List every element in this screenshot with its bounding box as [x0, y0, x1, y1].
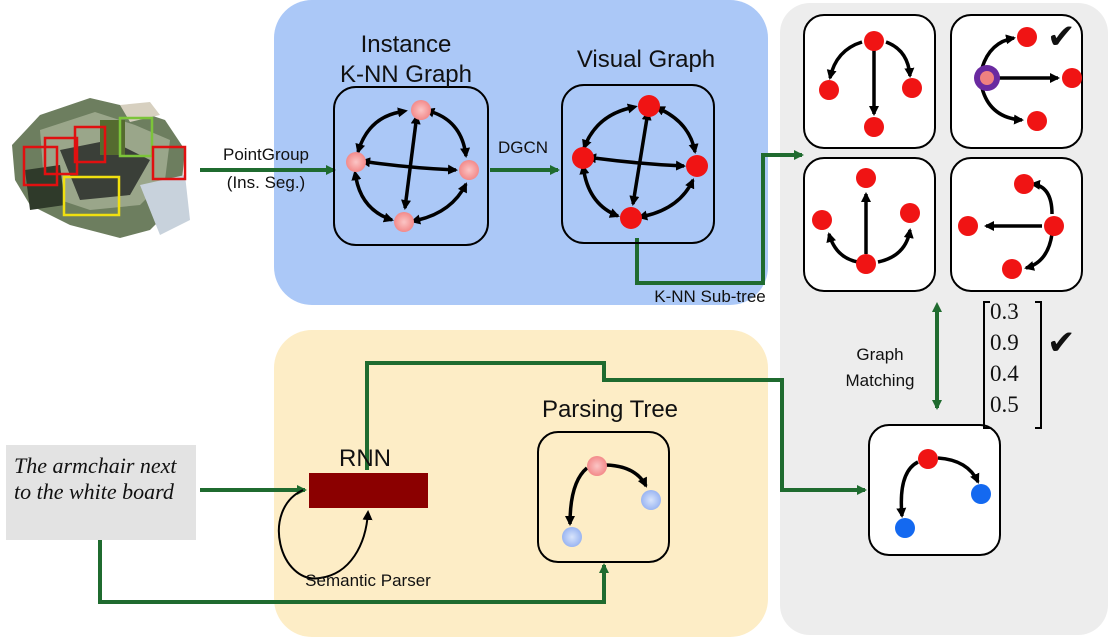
- candidate-subtree-1: [803, 14, 936, 149]
- candidate-subtree-3: [803, 157, 936, 292]
- candidate-subtree-4: [950, 157, 1083, 292]
- graph-matching-label-line2: Matching: [845, 371, 915, 390]
- rnn-to-match-arrow: [365, 361, 867, 495]
- instance-knn-graph: [333, 86, 489, 246]
- score-value: 0.9: [990, 330, 1019, 355]
- parsing-tree: [537, 431, 670, 563]
- knn-subtree-label: K-NN Sub-tree: [654, 287, 766, 306]
- score-vector-bracket: [983, 301, 1042, 429]
- instance-seg-label: (Ins. Seg.): [226, 173, 306, 192]
- score-value: 0.3: [990, 299, 1019, 324]
- candidate-subtree-2: [950, 14, 1083, 149]
- rnn-block: [277, 473, 428, 580]
- parsing-tree-title: Parsing Tree: [541, 396, 679, 423]
- visual-graph: [561, 84, 715, 244]
- graph-matching-label-line1: Graph: [856, 345, 904, 364]
- rnn-title: RNN: [339, 445, 391, 472]
- semantic-parser-label: Semantic Parser: [305, 571, 431, 590]
- query-to-parser-arrow: [98, 540, 609, 604]
- query-text-box: The armchair next to the white board: [6, 445, 196, 540]
- language-panel: [274, 330, 768, 637]
- check-mark-icon: ✔: [1047, 18, 1076, 56]
- instance-graph-title-line1: Instance: [360, 31, 452, 58]
- score-value: 0.4: [990, 361, 1019, 386]
- matched-language-tree: [868, 424, 1001, 556]
- dgcn-label: DGCN: [497, 138, 549, 157]
- score-value: 0.5: [990, 392, 1019, 417]
- check-mark-icon: ✔: [1047, 324, 1076, 362]
- visual-graph-title: Visual Graph: [576, 46, 716, 73]
- scene-point-cloud-icon: [12, 98, 190, 238]
- knn-subtree-arrow: [635, 150, 804, 285]
- pointgroup-label: PointGroup: [223, 145, 309, 164]
- instance-graph-title-line2: K-NN Graph: [339, 61, 473, 88]
